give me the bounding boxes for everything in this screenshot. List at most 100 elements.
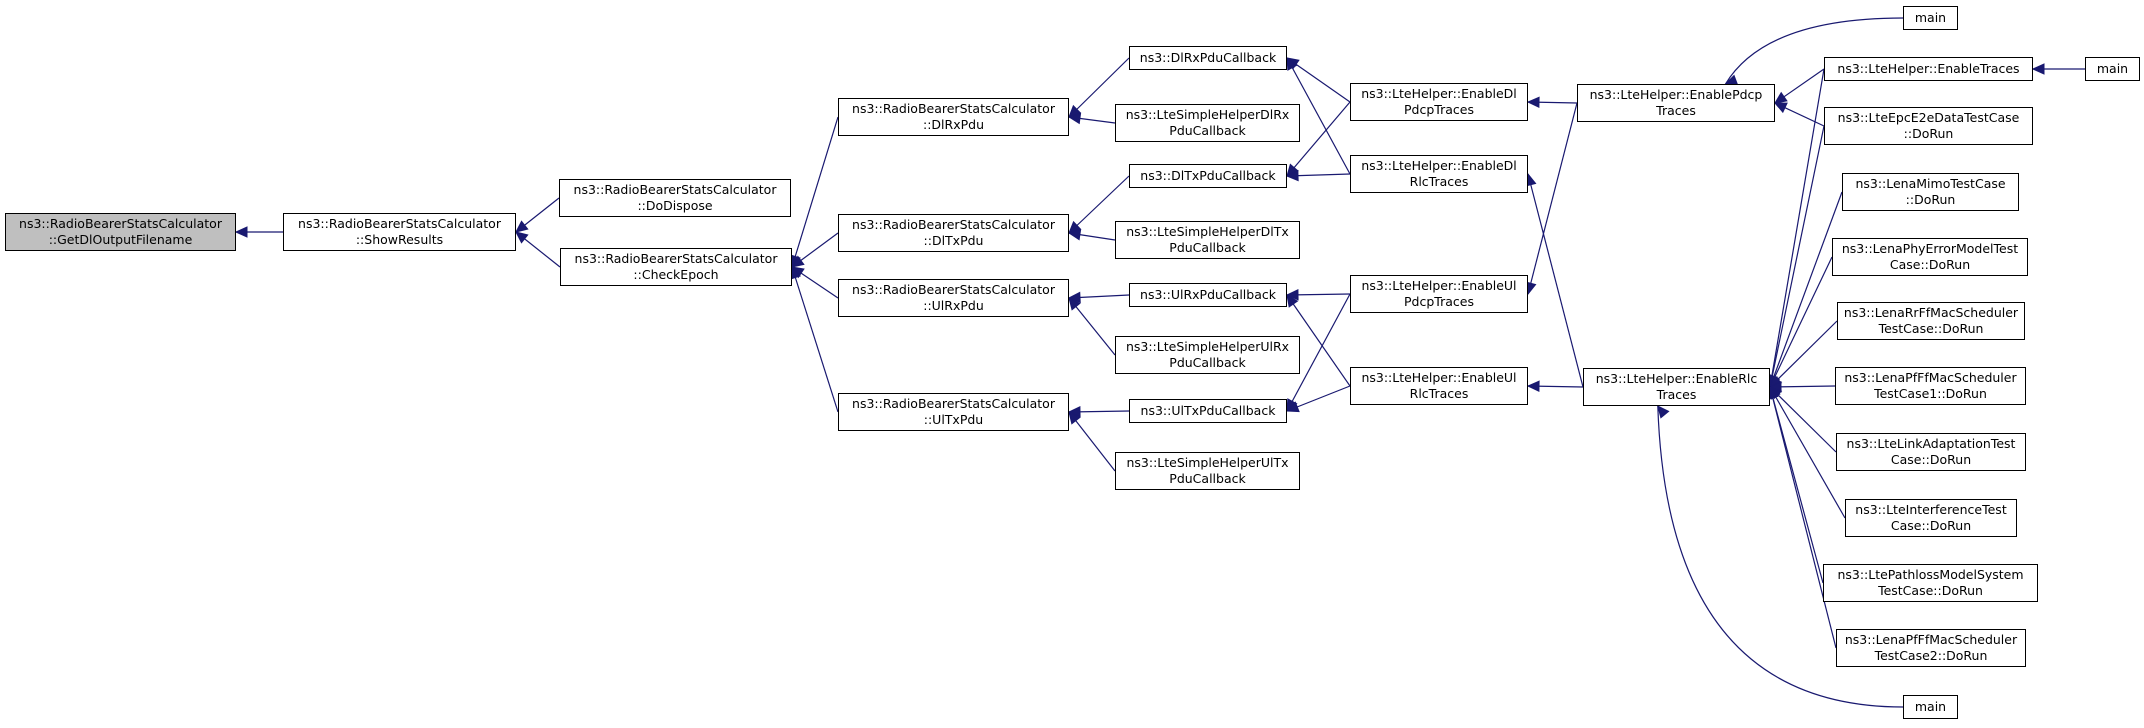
- node-label-line: ns3::LteSimpleHelperUlTx: [1126, 455, 1289, 470]
- arrowhead: [234, 226, 248, 238]
- node-root: ns3::RadioBearerStatsCalculator::GetDlOu…: [5, 213, 236, 251]
- node-label-line: PduCallback: [1169, 355, 1246, 370]
- node-label-line: PduCallback: [1169, 123, 1246, 138]
- node-label-line: ns3::UlRxPduCallback: [1140, 287, 1276, 302]
- arrowhead: [2031, 63, 2045, 75]
- arrowhead: [1068, 297, 1081, 311]
- node-epc-e2e[interactable]: ns3::LteEpcE2eDataTestCase::DoRun: [1824, 107, 2033, 145]
- arrowhead: [1526, 96, 1540, 109]
- node-label-line: ns3::LteInterferenceTest: [1855, 502, 2007, 517]
- node-label-line: TestCase2::DoRun: [1874, 648, 1988, 663]
- node-dl-tx-pdu-cb[interactable]: ns3::DlTxPduCallback: [1129, 164, 1287, 188]
- node-ul-rx-pdu[interactable]: ns3::RadioBearerStatsCalculator::UlRxPdu: [838, 279, 1069, 317]
- arrowhead: [1774, 91, 1788, 104]
- node-enable-traces[interactable]: ns3::LteHelper::EnableTraces: [1824, 57, 2033, 81]
- node-label-line: TestCase::DoRun: [1878, 321, 1984, 336]
- edge-interference-to-enable-rlc: [1769, 386, 1846, 519]
- arrowhead: [515, 220, 529, 233]
- node-ul-tx-pdu[interactable]: ns3::RadioBearerStatsCalculator::UlTxPdu: [838, 393, 1069, 431]
- node-main-bottom[interactable]: main: [1903, 695, 1958, 719]
- node-label-line: ns3::RadioBearerStatsCalculator: [19, 216, 222, 231]
- node-lena-mimo[interactable]: ns3::LenaMimoTestCase::DoRun: [1842, 173, 2019, 211]
- node-label-line: ns3::RadioBearerStatsCalculator: [852, 101, 1055, 116]
- node-label-line: ns3::LteHelper::EnableUl: [1361, 370, 1517, 385]
- node-label-line: ns3::LteHelper::EnableRlc: [1595, 371, 1758, 386]
- arrowhead: [1526, 380, 1540, 392]
- node-label-line: ns3::LteHelper::EnablePdcp: [1589, 87, 1763, 102]
- node-main-top[interactable]: main: [1903, 6, 1958, 30]
- arrowhead: [1773, 102, 1788, 114]
- arrowhead: [791, 255, 805, 268]
- edge-enable-dl-rlc-to-dl-rx-pdu-cb: [1286, 57, 1351, 175]
- node-label-line: main: [1914, 10, 1947, 25]
- node-label-line: ::UlTxPdu: [923, 412, 984, 427]
- edge-enable-rlc-to-enable-dl-rlc: [1527, 173, 1584, 388]
- edge-enable-ul-rlc-to-ul-rx-pdu-cb: [1286, 294, 1351, 387]
- node-label-line: ns3::LteHelper::EnableDl: [1361, 86, 1517, 101]
- node-do-dispose[interactable]: ns3::RadioBearerStatsCalculator::DoDispo…: [559, 179, 791, 217]
- node-label-line: PdcpTraces: [1404, 102, 1474, 117]
- node-label-line: ns3::LteSimpleHelperDlRx: [1125, 107, 1290, 122]
- edge-lena-phy-error-to-enable-rlc: [1769, 256, 1833, 388]
- node-label-line: ::DoRun: [1903, 126, 1954, 141]
- node-label-line: ns3::LteSimpleHelperDlTx: [1126, 224, 1289, 239]
- arrowhead: [1285, 289, 1299, 301]
- node-label-line: PdcpTraces: [1404, 294, 1474, 309]
- edge-lena-rrff-to-enable-rlc: [1769, 320, 1838, 388]
- node-label-line: ns3::RadioBearerStatsCalculator: [574, 251, 778, 266]
- node-label-line: ns3::RadioBearerStatsCalculator: [298, 216, 501, 231]
- node-label-line: ns3::LteEpcE2eDataTestCase: [1837, 110, 2020, 125]
- edge-lena-mimo-to-enable-rlc: [1769, 191, 1843, 388]
- node-ul-tx-pdu-cb[interactable]: ns3::UlTxPduCallback: [1129, 399, 1287, 423]
- node-main-right[interactable]: main: [2085, 57, 2140, 81]
- node-label-line: Case::DoRun: [1889, 257, 1971, 272]
- node-dl-rx-pdu-cb[interactable]: ns3::DlRxPduCallback: [1129, 46, 1287, 70]
- node-ul-rx-pdu-cb[interactable]: ns3::UlRxPduCallback: [1129, 283, 1287, 307]
- node-label-line: ::GetDlOutputFilename: [48, 232, 193, 247]
- edge-lena-pfff2-to-enable-rlc: [1769, 386, 1837, 649]
- node-check-epoch[interactable]: ns3::RadioBearerStatsCalculator::CheckEp…: [560, 248, 792, 286]
- node-label-line: ::UlRxPdu: [923, 298, 984, 313]
- node-dl-rx-pdu[interactable]: ns3::RadioBearerStatsCalculator::DlRxPdu: [838, 98, 1069, 136]
- node-label-line: PduCallback: [1169, 240, 1246, 255]
- node-label-line: ::DoRun: [1905, 192, 1956, 207]
- arrowhead: [1067, 291, 1081, 304]
- node-label-line: ns3::DlTxPduCallback: [1140, 168, 1276, 183]
- node-label-line: ns3::LteLinkAdaptationTest: [1846, 436, 2016, 451]
- edge-dl-rx-pdu-to-check-epoch: [791, 116, 839, 268]
- edge-main-top-to-enable-pdcp: [1724, 17, 1904, 85]
- edge-enable-pdcp-to-enable-ul-pdcp: [1527, 102, 1578, 295]
- node-label-line: ns3::LteHelper::EnableDl: [1361, 158, 1517, 173]
- edge-main-bottom-to-enable-rlc: [1657, 405, 1904, 708]
- node-show-results[interactable]: ns3::RadioBearerStatsCalculator::ShowRes…: [283, 213, 516, 251]
- node-label-line: ns3::LtePathlossModelSystem: [1837, 567, 2024, 582]
- edge-enable-traces-to-enable-rlc: [1769, 68, 1825, 388]
- node-label-line: ns3::LteSimpleHelperUlRx: [1125, 339, 1290, 354]
- node-dl-tx-pdu[interactable]: ns3::RadioBearerStatsCalculator::DlTxPdu: [838, 214, 1069, 252]
- arrowhead: [1285, 401, 1300, 413]
- arrowhead: [1068, 411, 1081, 425]
- node-label-line: ns3::LteHelper::EnableUl: [1361, 278, 1517, 293]
- node-label-line: ns3::UlTxPduCallback: [1140, 403, 1276, 418]
- edge-dl-tx-pdu-cb-to-dl-tx-pdu: [1068, 175, 1130, 234]
- arrowhead: [1285, 169, 1299, 182]
- arrowhead: [515, 231, 529, 244]
